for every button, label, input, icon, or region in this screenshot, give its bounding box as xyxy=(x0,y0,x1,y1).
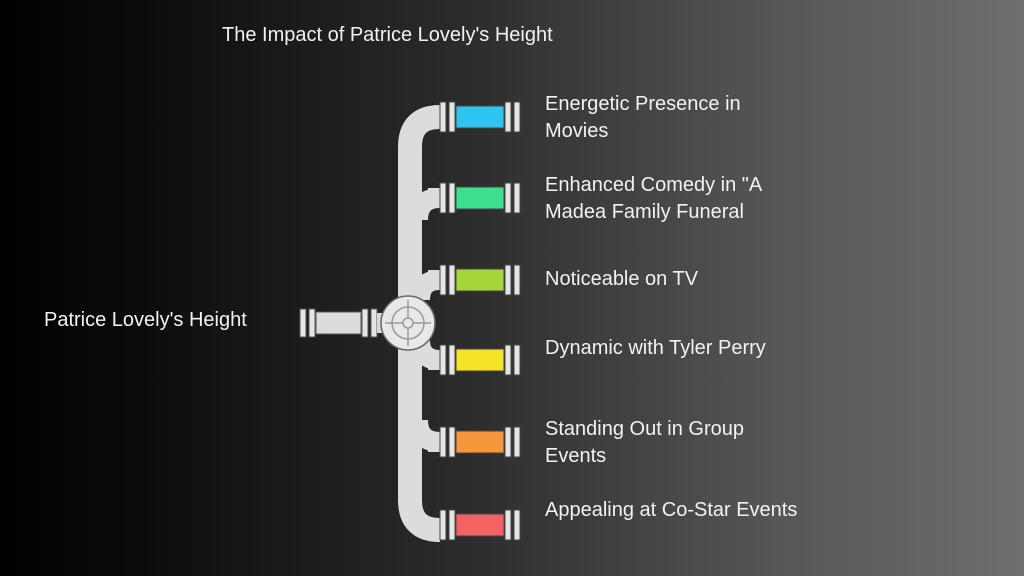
branch-pipe-4 xyxy=(439,344,521,376)
branch-label-3: Noticeable on TV xyxy=(545,268,699,290)
branch-label-1: Energetic Presence in Movies xyxy=(545,93,741,142)
junction-valve-icon xyxy=(380,295,436,351)
branch-pipe-1 xyxy=(439,101,521,133)
branch-pipe-5 xyxy=(439,426,521,458)
diagram-title: The Impact of Patrice Lovely's Height xyxy=(222,24,553,46)
branch-pipe-3 xyxy=(439,264,521,296)
branch-pipe-6 xyxy=(439,509,521,541)
branch-label-5: Standing Out in Group Events xyxy=(545,418,745,467)
branch-label-4: Dynamic with Tyler Perry xyxy=(545,337,766,359)
branch-label-6: Appealing at Co-Star Events xyxy=(545,499,798,521)
input-pipe xyxy=(299,308,387,338)
branch-pipe-2 xyxy=(439,182,521,214)
branch-label-2: Enhanced Comedy in "A Madea Family Funer… xyxy=(545,174,762,223)
source-label: Patrice Lovely's Height xyxy=(44,309,247,331)
